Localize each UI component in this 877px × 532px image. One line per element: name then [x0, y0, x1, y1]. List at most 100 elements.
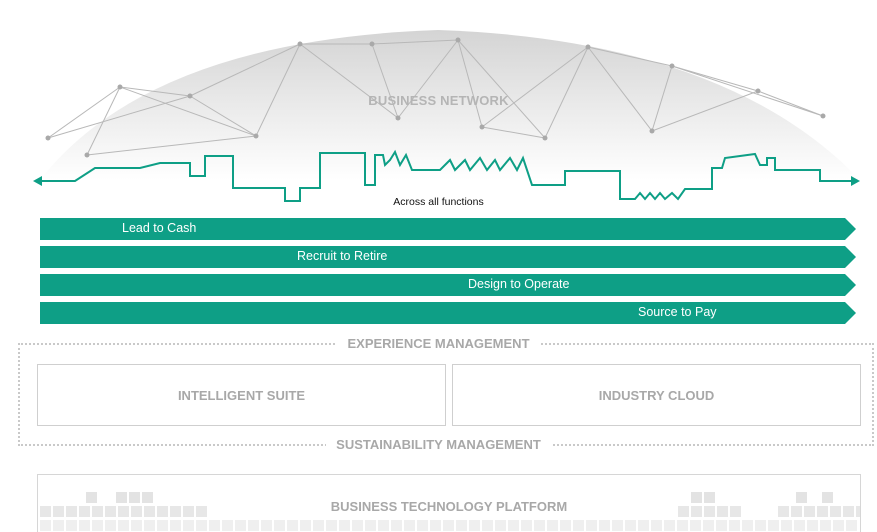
process-arrow-source-to-pay: Source to Pay — [40, 302, 856, 324]
platform-block — [118, 520, 129, 531]
platform-block — [730, 506, 741, 517]
platform-block — [142, 492, 153, 503]
platform-block — [131, 506, 142, 517]
platform-block — [404, 520, 415, 531]
arrow-left-icon — [33, 176, 42, 186]
platform-block — [430, 520, 441, 531]
platform-block — [339, 520, 350, 531]
network-link — [397, 39, 459, 119]
platform-block — [183, 520, 194, 531]
platform-block — [846, 520, 857, 531]
platform-block — [794, 520, 805, 531]
platform-block — [116, 492, 127, 503]
platform-block — [287, 520, 298, 531]
process-arrow-recruit-to-retire: Recruit to Retire — [40, 246, 856, 268]
network-node — [820, 113, 826, 119]
platform-block — [365, 520, 376, 531]
platform-block — [66, 520, 77, 531]
network-node — [84, 152, 90, 158]
network-nodes — [45, 37, 826, 158]
network-link — [457, 39, 483, 128]
business-technology-platform-box: BUSINESS TECHNOLOGY PLATFORM — [37, 474, 861, 532]
platform-block — [261, 520, 272, 531]
platform-block — [196, 520, 207, 531]
network-link — [371, 39, 459, 45]
platform-block — [66, 506, 77, 517]
network-link — [371, 43, 399, 119]
platform-block — [118, 506, 129, 517]
platform-block — [508, 520, 519, 531]
network-node — [455, 37, 461, 43]
network-node — [297, 41, 303, 47]
across-functions-caption: Across all functions — [393, 196, 484, 208]
network-link — [671, 65, 759, 92]
platform-block — [791, 506, 802, 517]
platform-block — [157, 520, 168, 531]
network-link — [299, 43, 399, 119]
network-node — [669, 63, 675, 69]
platform-title: BUSINESS TECHNOLOGY PLATFORM — [38, 499, 860, 514]
platform-block — [144, 520, 155, 531]
platform-block — [817, 506, 828, 517]
network-link — [481, 126, 546, 139]
platform-block — [807, 520, 818, 531]
business-network-title: BUSINESS NETWORK — [368, 93, 509, 108]
platform-block — [729, 520, 740, 531]
platform-block — [781, 520, 792, 531]
network-node — [649, 128, 655, 134]
platform-block — [469, 520, 480, 531]
network-link — [86, 135, 257, 156]
network-node — [117, 84, 123, 90]
network-node — [369, 41, 375, 47]
network-node — [395, 115, 401, 121]
platform-block — [92, 506, 103, 517]
network-link — [651, 65, 673, 132]
network-link — [119, 86, 191, 97]
process-label: Design to Operate — [468, 277, 570, 291]
platform-block — [856, 506, 860, 517]
network-node — [755, 88, 761, 94]
platform-block — [521, 520, 532, 531]
platform-block — [131, 520, 142, 531]
platform-block — [456, 520, 467, 531]
network-link — [481, 46, 589, 128]
platform-block — [482, 520, 493, 531]
platform-block — [183, 506, 194, 517]
network-link — [47, 86, 121, 139]
platform-block — [92, 520, 103, 531]
network-node — [187, 93, 193, 99]
network-link — [587, 46, 673, 67]
platform-block — [352, 520, 363, 531]
platform-block — [105, 506, 116, 517]
platform-block — [313, 520, 324, 531]
platform-block — [691, 492, 702, 503]
platform-block — [157, 506, 168, 517]
platform-block — [703, 520, 714, 531]
platform-block — [235, 520, 246, 531]
sustainability-management-label: SUSTAINABILITY MANAGEMENT — [0, 437, 877, 452]
industry-cloud-label: INDUSTRY CLOUD — [598, 387, 715, 403]
experience-management-label: EXPERIENCE MANAGEMENT — [0, 336, 877, 351]
network-node — [479, 124, 485, 130]
platform-block — [40, 520, 51, 531]
network-link — [86, 86, 121, 156]
process-label: Source to Pay — [638, 305, 717, 319]
platform-block — [222, 520, 233, 531]
platform-block — [248, 520, 259, 531]
process-label: Lead to Cash — [122, 221, 197, 235]
platform-block — [717, 506, 728, 517]
platform-block — [664, 520, 675, 531]
platform-block — [755, 520, 766, 531]
platform-block — [691, 506, 702, 517]
platform-block — [822, 492, 833, 503]
network-link — [189, 43, 301, 97]
platform-block — [830, 506, 841, 517]
platform-block — [638, 520, 649, 531]
arrow-right-icon — [851, 176, 860, 186]
intelligent-suite-label: INTELLIGENT SUITE — [177, 387, 306, 403]
platform-block — [53, 506, 64, 517]
platform-block — [547, 520, 558, 531]
network-lines — [47, 39, 824, 156]
platform-block — [391, 520, 402, 531]
platform-block — [833, 520, 844, 531]
